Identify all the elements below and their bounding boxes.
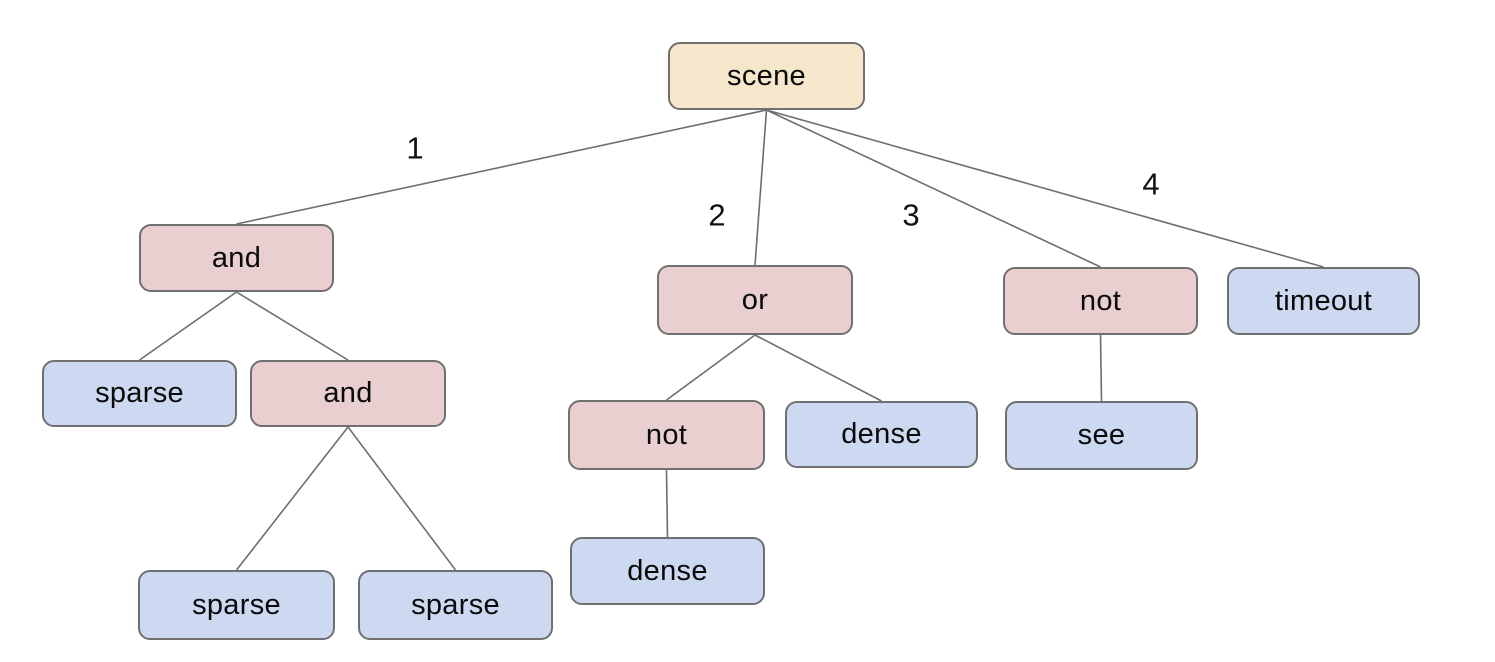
node-not-1: not <box>1003 267 1198 335</box>
node-label: sparse <box>192 588 281 621</box>
edge-scene-to-and-1 <box>236 109 767 225</box>
edge-scene-to-or-1 <box>754 109 768 266</box>
node-label: sparse <box>95 377 184 409</box>
edge-or-1-to-not-2 <box>666 334 756 401</box>
node-label: sparse <box>411 588 500 621</box>
node-dense-1: dense <box>785 401 978 468</box>
node-timeout: timeout <box>1227 267 1420 335</box>
node-label: not <box>645 418 688 451</box>
node-or-1: or <box>657 265 853 335</box>
node-sparse-1: sparse <box>42 360 237 427</box>
node-sparse-3: sparse <box>358 570 553 640</box>
edge-label-3: 3 <box>902 197 920 233</box>
node-label: or <box>741 283 769 316</box>
node-label: dense <box>627 554 708 587</box>
node-not-2: not <box>568 400 765 470</box>
node-dense-2: dense <box>570 537 765 605</box>
edge-not-2-to-dense-2 <box>665 469 669 538</box>
edge-and-2-to-sparse-2 <box>235 426 349 571</box>
edge-scene-to-not-1 <box>766 109 1101 268</box>
node-label: and <box>323 377 373 409</box>
edge-scene-to-timeout <box>766 109 1324 268</box>
edge-and-1-to-and-2 <box>236 291 349 361</box>
edge-not-1-to-see <box>1099 334 1103 402</box>
edge-label-2: 2 <box>708 197 726 233</box>
node-label: not <box>1079 284 1122 317</box>
node-label: and <box>211 241 262 274</box>
edge-and-1-to-sparse-1 <box>139 291 237 361</box>
node-sparse-2: sparse <box>138 570 335 640</box>
node-label: see <box>1077 419 1126 451</box>
node-and-1: and <box>139 224 334 292</box>
node-see: see <box>1005 401 1198 470</box>
node-and-2: and <box>250 360 446 427</box>
edge-and-2-to-sparse-3 <box>347 426 457 571</box>
node-label: scene <box>727 59 806 92</box>
edge-label-4: 4 <box>1142 166 1160 202</box>
edge-label-1: 1 <box>406 130 424 166</box>
node-scene: scene <box>668 42 865 110</box>
node-label: dense <box>841 418 922 450</box>
node-label: timeout <box>1274 284 1373 317</box>
edge-or-1-to-dense-1 <box>754 334 882 402</box>
